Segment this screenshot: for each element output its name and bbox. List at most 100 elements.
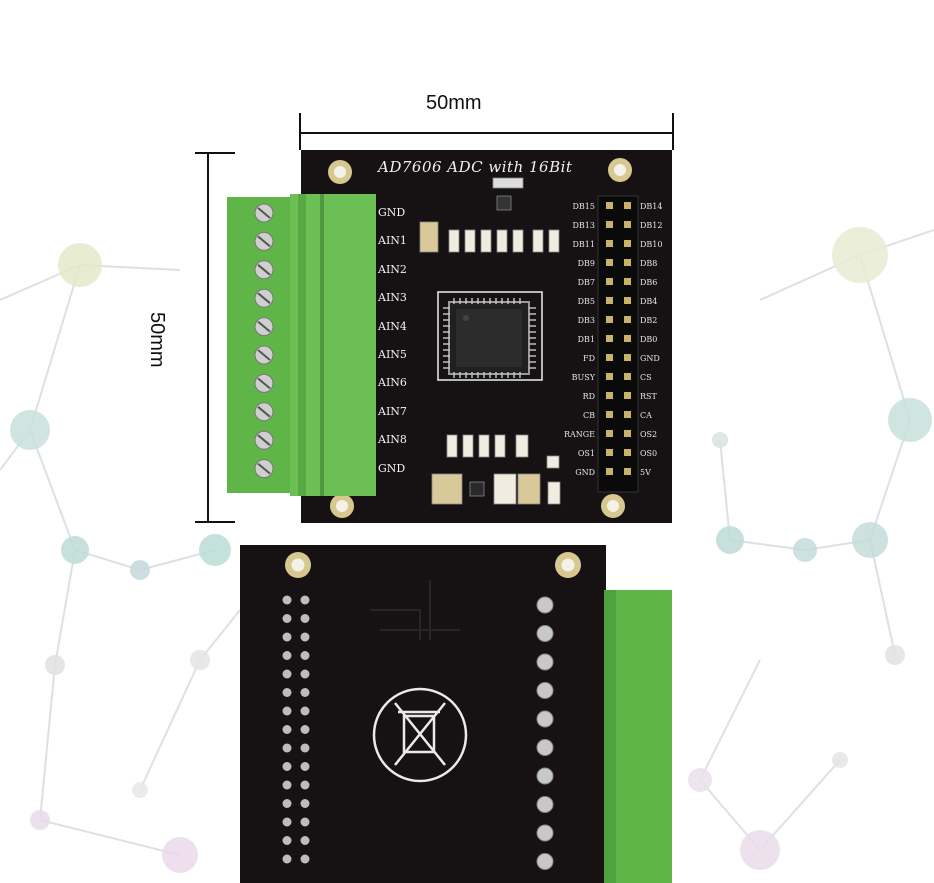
trace-marks (370, 580, 460, 640)
screw-slot (257, 264, 271, 276)
via-hole (300, 614, 310, 623)
header-pin (606, 221, 613, 228)
header-pin-label: DB3 (577, 316, 595, 325)
header-pin-label: OS1 (577, 449, 595, 458)
header-pin (624, 373, 631, 380)
screw-slot (257, 235, 271, 248)
header-pin (624, 240, 631, 247)
header-pin-label: OS0 (640, 449, 658, 458)
via-hole (300, 595, 310, 605)
via-hole (300, 688, 310, 697)
via-hole (300, 854, 310, 864)
terminal-label: AIN6 (378, 376, 407, 390)
header-pins (606, 202, 631, 475)
screw-slot (257, 406, 271, 418)
via-hole (282, 743, 292, 753)
terminal-label: GND (378, 461, 406, 475)
terminal-label: AIN8 (378, 433, 407, 447)
header-pin-label: DB5 (577, 297, 595, 306)
via-hole (282, 780, 292, 790)
header-pin (624, 449, 631, 456)
header-pin-label: DB0 (640, 335, 658, 344)
header-pin-label: DB1 (577, 335, 595, 344)
header-pin-label: FD (583, 354, 595, 363)
header-pin (624, 335, 631, 342)
terminal-solder-pad (536, 682, 554, 699)
header-pin-label: CS (640, 373, 652, 382)
header-pin (624, 221, 631, 228)
header-pin (606, 373, 613, 380)
via-hole (300, 669, 310, 679)
terminal-solder-pad (536, 824, 554, 842)
header-pin (606, 411, 613, 418)
header-pin (606, 430, 613, 437)
header-pin (624, 202, 631, 209)
header-pin (624, 468, 631, 475)
header-pin-label: RD (582, 392, 595, 401)
via-hole (300, 651, 310, 660)
header-pin-label: BUSY (571, 373, 595, 382)
terminal-screws (254, 203, 274, 479)
header-pin (624, 392, 631, 399)
terminal-solder-pad (536, 796, 554, 813)
header-pin (624, 430, 631, 437)
header-pin (606, 316, 613, 323)
header-pin (624, 354, 631, 361)
header-pin-label: CB (583, 411, 595, 420)
terminal-solder-pad (536, 625, 554, 642)
header-pin (606, 468, 613, 475)
screw-slot (257, 207, 271, 219)
header-pin-label: CA (640, 411, 652, 420)
header-pin (606, 202, 613, 209)
header-pin (624, 297, 631, 304)
terminal-label: AIN5 (378, 348, 407, 361)
terminal-solder-pad (536, 853, 554, 870)
via-hole (282, 614, 292, 623)
capacitors-top (419, 177, 560, 253)
screw-slot (257, 292, 271, 304)
terminal-solder-pad (536, 710, 554, 728)
dimension-lines (195, 113, 674, 523)
header-pin (606, 392, 613, 399)
terminal-solder-pad (536, 739, 554, 756)
header-pin-label: DB9 (577, 259, 595, 268)
header-pin-label: GND (575, 468, 595, 477)
header-pin-label: DB10 (640, 240, 663, 249)
adc-chip (437, 291, 543, 381)
via-hole (282, 651, 292, 660)
via-hole (300, 743, 310, 753)
header-pin-label: DB8 (640, 259, 658, 268)
via-hole (282, 799, 292, 808)
via-hole (282, 669, 292, 679)
via-hole (300, 836, 310, 845)
via-hole (282, 854, 292, 864)
terminal-solder-pad (536, 653, 554, 671)
header-pin (606, 335, 613, 342)
header-pin-label: DB7 (577, 278, 595, 287)
pin-header (597, 195, 639, 493)
via-hole (300, 817, 310, 827)
top-board (227, 150, 672, 523)
via-hole (300, 725, 310, 734)
components-bottom (431, 434, 561, 505)
molecule-nodes (10, 227, 932, 873)
header-pin-label: RST (640, 392, 657, 401)
header-pin (624, 411, 631, 418)
header-pin (606, 354, 613, 361)
height-dimension-label: 50mm (146, 312, 168, 368)
via-hole (300, 780, 310, 790)
board-title: AD7606 ADC with 16Bit (378, 158, 573, 176)
recycle-bin-symbol (372, 687, 468, 783)
bottom-board (240, 545, 672, 883)
via-hole (282, 725, 292, 734)
header-pin (606, 449, 613, 456)
screw-slot (257, 377, 271, 390)
terminal-label: AIN1 (378, 234, 407, 248)
header-pin (606, 259, 613, 266)
terminal-solder-pad (536, 767, 554, 785)
via-hole (282, 706, 292, 716)
header-pin-label: DB15 (572, 202, 595, 211)
screw-slot (257, 349, 271, 361)
header-pin-label: DB11 (572, 240, 595, 249)
